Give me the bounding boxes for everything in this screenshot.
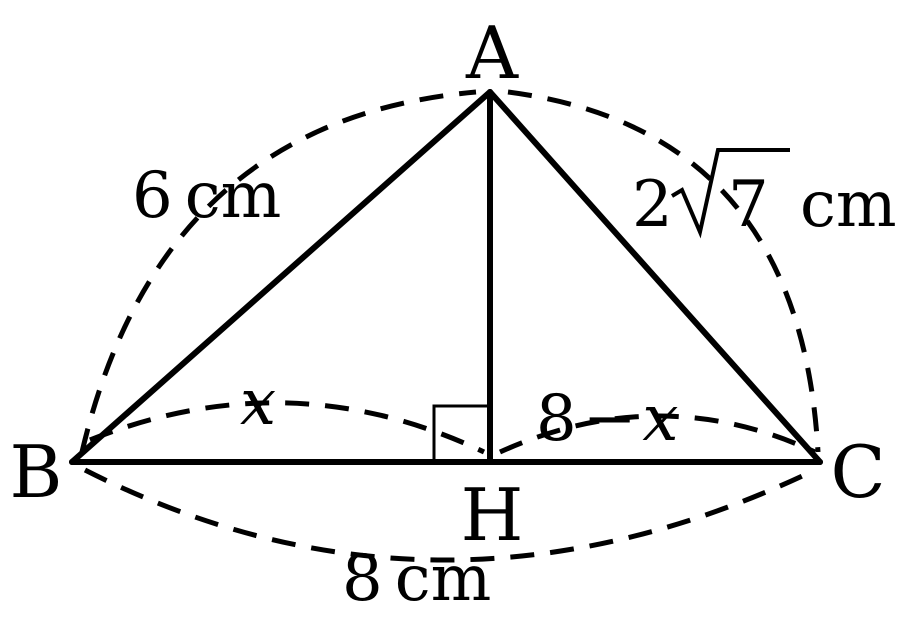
side-ab [69, 89, 493, 465]
length-hc-minus: − [583, 382, 637, 456]
label-a: A [465, 11, 519, 95]
length-ac-radicand: 7 [728, 168, 769, 242]
arc-ab [79, 89, 477, 453]
arc-bh [89, 400, 486, 455]
sqrt-radical-icon [670, 148, 790, 239]
arc-bc [83, 467, 817, 563]
label-h: H [461, 473, 524, 557]
length-hc-var: x [642, 382, 678, 456]
length-hc-num: 8 [536, 382, 577, 456]
length-bc-value: 8 [342, 542, 383, 616]
side-ac [487, 89, 823, 465]
label-b: B [10, 430, 63, 514]
length-ab-value: 6 [132, 159, 173, 233]
right-angle-marker [432, 404, 490, 462]
length-ac-unit: cm [800, 168, 897, 242]
arc-ac [507, 89, 821, 453]
length-ab-unit: cm [185, 159, 282, 233]
length-bh: x [240, 366, 276, 440]
length-ac-coef: 2 [632, 168, 673, 242]
length-bc-unit: cm [395, 542, 492, 616]
length-ac: 2 7 cm [632, 148, 897, 242]
arc-hc [498, 413, 817, 455]
length-hc: 8−x [536, 382, 678, 456]
label-c: C [830, 430, 885, 514]
